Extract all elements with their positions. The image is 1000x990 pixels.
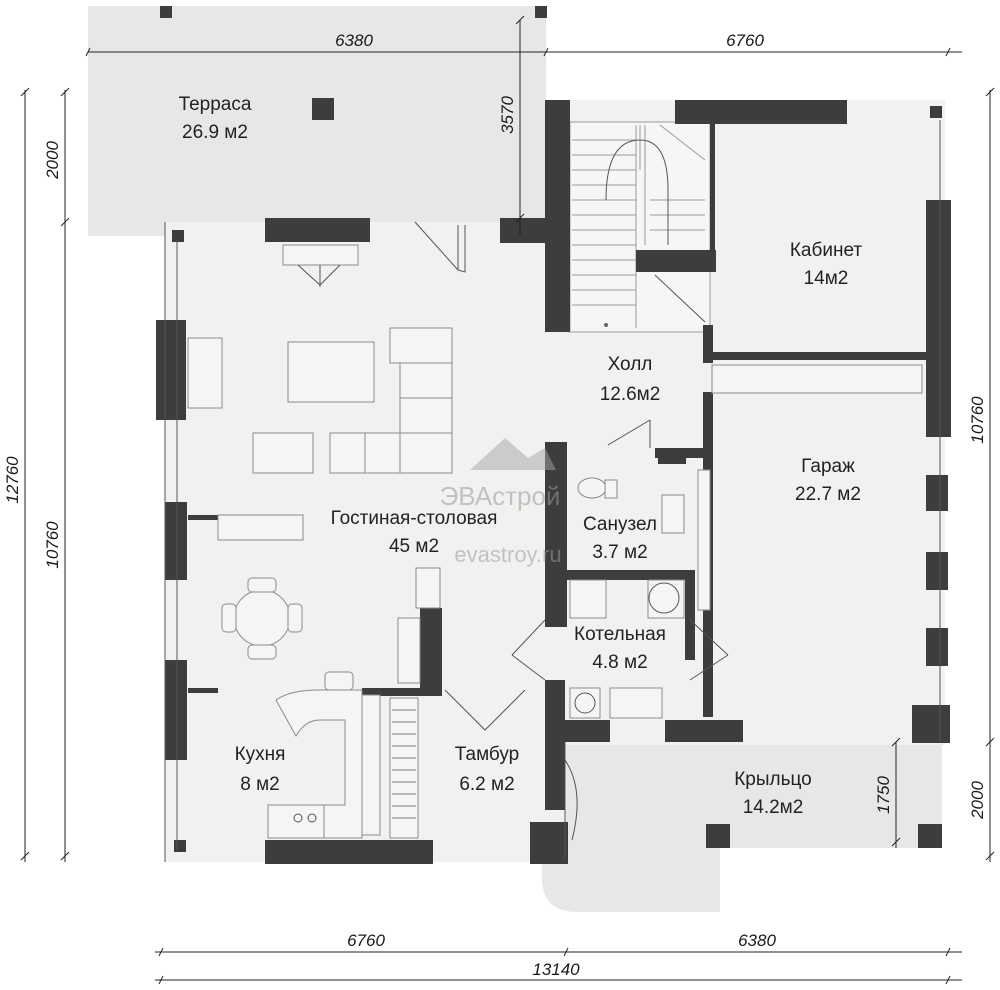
dim-terrace-depth: 3570	[498, 96, 517, 134]
tv-stand	[187, 337, 223, 409]
kitchen-name: Кухня	[235, 744, 286, 765]
room-labels: Терраса 26.9 м2 Кабинет 14м2 Холл 12.6м2…	[179, 94, 863, 818]
terrace-area	[88, 6, 546, 236]
hall-name: Холл	[608, 354, 653, 375]
vestibule-area-label: 6.2 м2	[459, 774, 514, 795]
porch-area	[542, 742, 942, 912]
dim-bottom-left: 6760	[347, 931, 385, 950]
bathroom-name: Санузел	[583, 514, 657, 535]
dim-right-lower: 2000	[968, 781, 987, 820]
toilet	[577, 477, 607, 499]
dim-left-lower: 10760	[43, 521, 62, 569]
vestibule-name: Тамбур	[455, 744, 520, 765]
terrace-name: Терраса	[179, 94, 252, 115]
porch-area-label: 14.2м2	[743, 797, 804, 818]
garage-area-label: 22.7 м2	[795, 484, 861, 505]
dim-bottom-right: 6380	[738, 931, 776, 950]
dim-left-outer: 12760	[3, 456, 22, 504]
dim-top-right: 6760	[726, 31, 764, 50]
watermark-url: evastroy.ru	[454, 542, 561, 567]
watermark: ЭВАстрой evastroy.ru	[440, 438, 562, 567]
living-name: Гостиная-столовая	[331, 508, 498, 529]
dim-top-left: 6380	[335, 31, 373, 50]
boiler-area-label: 4.8 м2	[592, 652, 647, 673]
cabinet-name: Кабинет	[790, 240, 863, 261]
logo-icon	[470, 438, 556, 470]
bathroom-area-label: 3.7 м2	[592, 542, 647, 563]
fireplace	[282, 244, 359, 266]
porch-name: Крыльцо	[734, 769, 812, 790]
coffee-table	[287, 341, 375, 403]
watermark-brand: ЭВАстрой	[440, 481, 561, 511]
terrace-area-label: 26.9 м2	[182, 122, 248, 143]
dim-right-upper: 10760	[968, 396, 987, 444]
exterior-areas	[88, 6, 942, 912]
dim-porch-depth: 1750	[874, 776, 893, 814]
dimension-lines: 6380 6760 3570 12760 2000 10760 10760 20…	[3, 15, 995, 985]
dim-left-upper: 2000	[43, 141, 62, 180]
garage-name: Гараж	[801, 456, 855, 477]
dining-table	[233, 589, 291, 647]
kitchen-area-label: 8 м2	[240, 774, 279, 795]
sink	[661, 494, 685, 534]
doors	[164, 120, 941, 862]
hall-area-label: 12.6м2	[600, 384, 661, 405]
dim-bottom-total: 13140	[532, 960, 580, 979]
living-area-label: 45 м2	[389, 536, 439, 557]
furniture	[187, 244, 923, 839]
boiler-name: Котельная	[574, 624, 666, 645]
cabinet-area-label: 14м2	[804, 268, 849, 289]
